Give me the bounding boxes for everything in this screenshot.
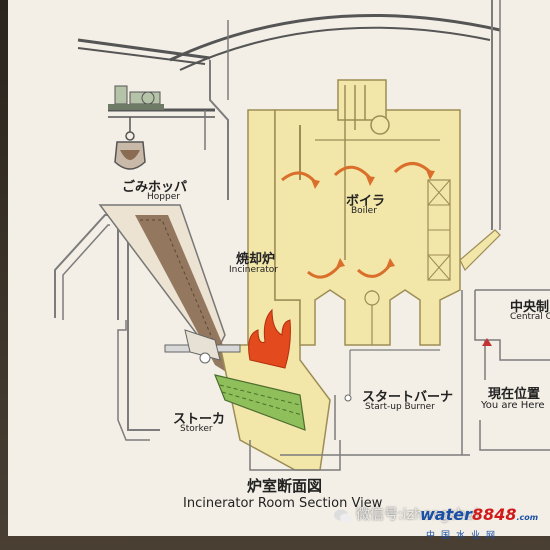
boiler-label-jp: ボイラ xyxy=(346,194,386,209)
incinerator-label-en: Incinerator xyxy=(229,265,278,275)
logo-main: water xyxy=(420,505,472,524)
storker-label-en: Storker xyxy=(180,424,213,434)
pit-wall xyxy=(54,214,119,320)
diagram-title-jp: 炉室断面図 xyxy=(247,477,323,495)
flame-icon xyxy=(248,308,291,369)
economizer-grid xyxy=(427,179,451,281)
burner-label-en: Start-up Burner xyxy=(365,402,435,412)
logo-subtitle: 中国水业网 xyxy=(426,531,502,541)
you-are-here-marker xyxy=(482,338,492,346)
current-location-label-jp: 現在位置 xyxy=(488,387,541,402)
boiler-label-en: Boiler xyxy=(351,206,377,216)
roof-beam xyxy=(77,38,211,60)
wechat-watermark: 微信号:izhongshui xyxy=(356,507,479,523)
flue-duct xyxy=(459,229,501,272)
logo-number: 8848 xyxy=(471,505,517,524)
central-control-label-jp: 中央制 xyxy=(510,300,550,315)
building-left-wall xyxy=(209,60,229,200)
hopper-label-en: Hopper xyxy=(147,192,180,202)
burner-label-jp: スタートバーナ xyxy=(362,390,454,405)
central-control-label-en: Central Co xyxy=(510,312,550,322)
current-location-label-en: You are Here xyxy=(481,400,545,411)
roof-arc-inner xyxy=(179,26,491,71)
boiler-drum xyxy=(337,79,387,121)
crane-grab-icon xyxy=(114,117,146,170)
roof-arc-outer xyxy=(169,13,501,62)
waste-pile xyxy=(135,215,305,412)
control-room-outline xyxy=(474,289,550,361)
hopper-label-jp: ごみホッパ xyxy=(122,180,188,195)
storker-grate xyxy=(214,374,306,431)
wechat-icon xyxy=(334,509,352,523)
storker-label-jp: ストーカ xyxy=(173,412,226,427)
crane-winch-icon xyxy=(108,85,164,110)
site-logo: water8848.com xyxy=(420,505,538,524)
boiler-body xyxy=(274,109,461,346)
incinerator-label-jp: 焼却炉 xyxy=(236,252,276,267)
logo-domain: .com xyxy=(516,513,539,522)
diagram-title-en: Incinerator Room Section View xyxy=(183,496,383,511)
